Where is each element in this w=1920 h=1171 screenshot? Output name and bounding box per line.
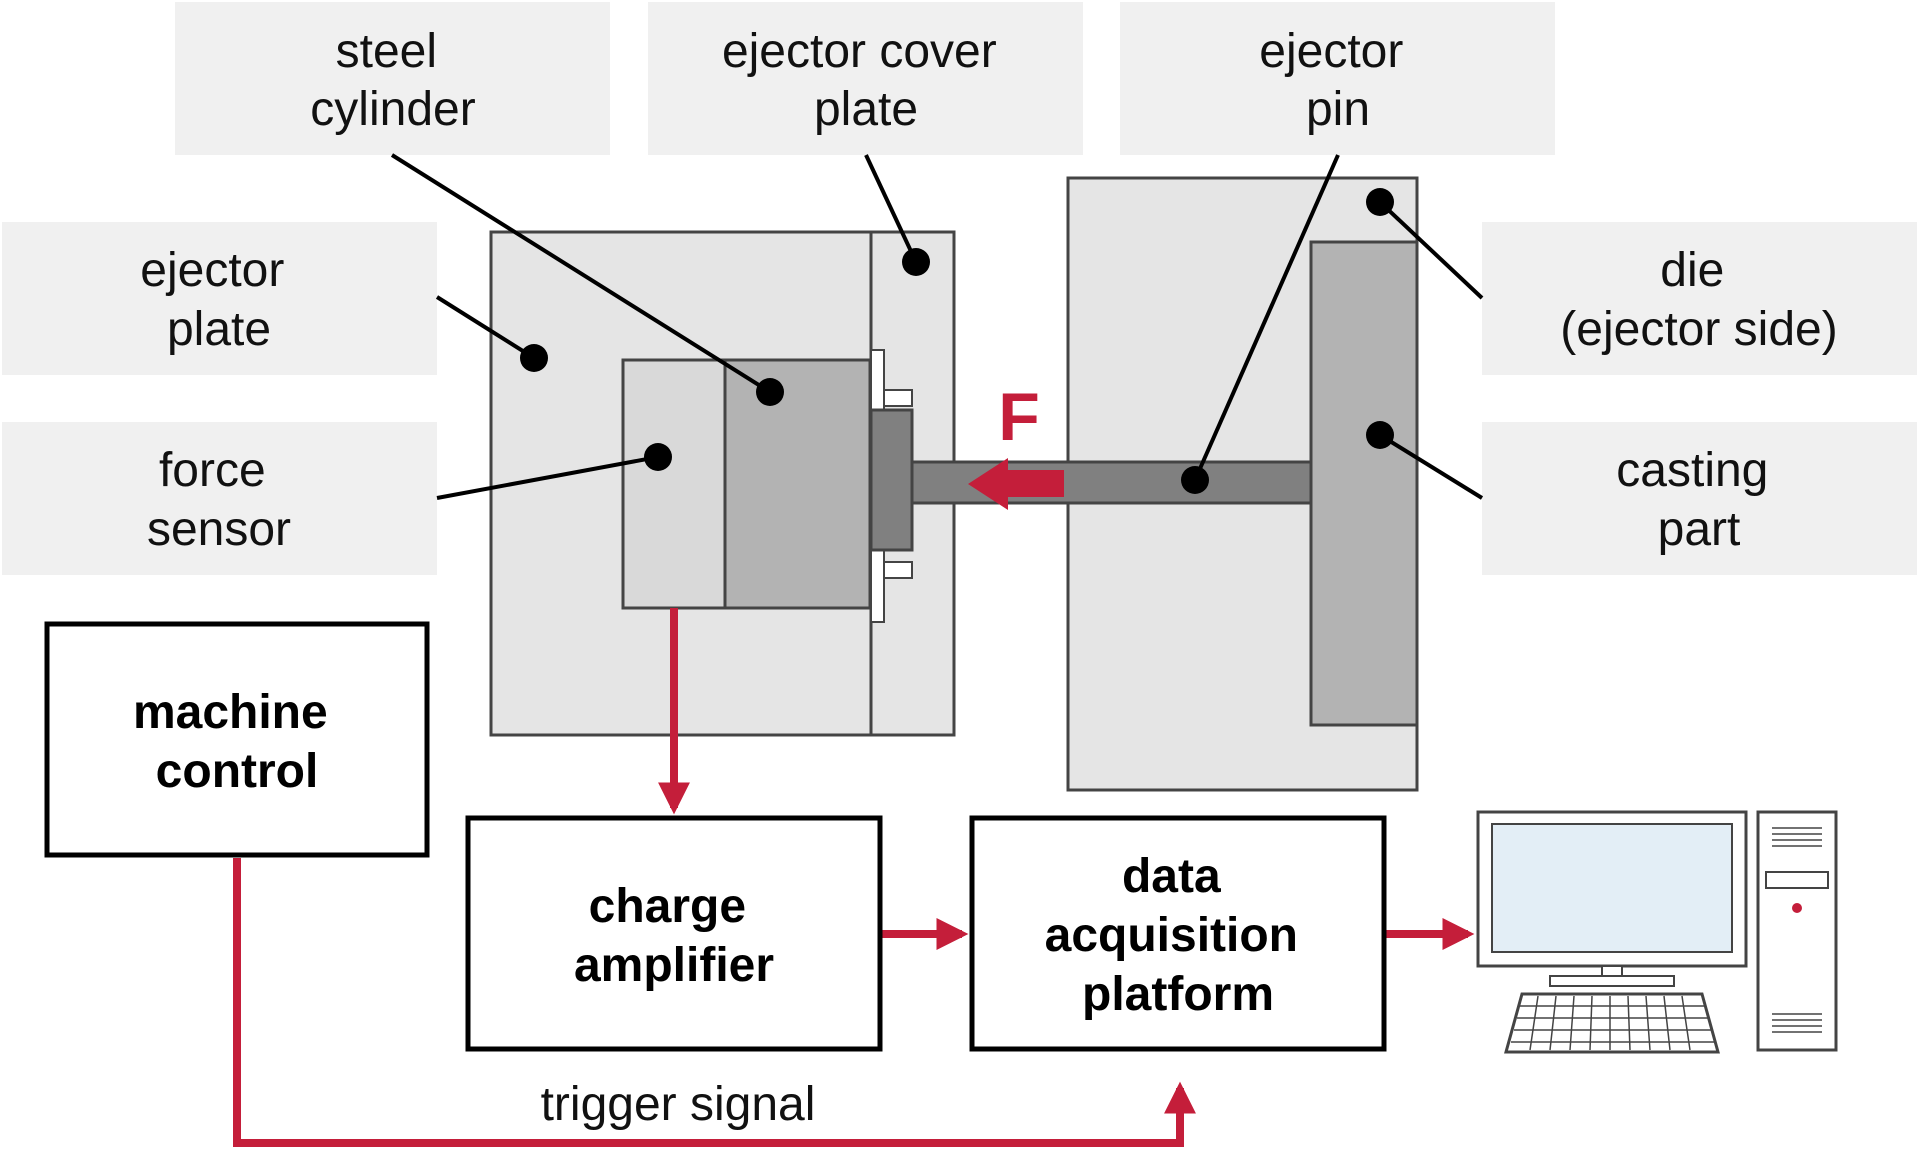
spacer-bottom-small <box>883 561 913 579</box>
monitor-base <box>1549 975 1675 987</box>
force-sensor-dot <box>644 443 672 471</box>
die-dot <box>1366 188 1394 216</box>
tower-drive <box>1765 871 1829 889</box>
data-acquisition-box <box>969 815 1387 1052</box>
tower-vents-top <box>1772 827 1822 847</box>
force-sensor-leader <box>436 455 659 500</box>
trigger-signal-line <box>233 858 1196 1147</box>
force-sensor <box>621 358 727 610</box>
casting-part-label: casting part <box>1616 444 1781 556</box>
ejector-pin-label-bg <box>1120 2 1555 155</box>
casting-part <box>1309 240 1419 727</box>
charge-amplifier-label: charge amplifier <box>574 880 774 992</box>
data-acquisition-label: data acquisition platform <box>1045 850 1312 1021</box>
keyboard-keys <box>1511 995 1714 1051</box>
ejector-pin-label: ejector pin <box>1259 25 1416 136</box>
ejector-cover-plate-dot <box>902 248 930 276</box>
steel-cylinder-label-bg <box>175 2 610 155</box>
die-label: die (ejector side) <box>1560 244 1837 356</box>
steel-cylinder-dot <box>756 378 784 406</box>
spacer-top-small <box>883 389 913 407</box>
tower-power-light <box>1792 903 1802 913</box>
machine-control-box <box>44 621 430 858</box>
trigger-signal-label: trigger signal <box>541 1078 816 1131</box>
force-sensor-label: force sensor <box>147 444 291 556</box>
ejector-cover-plate-label: ejector cover plate <box>722 25 1010 136</box>
monitor-screen <box>1491 823 1733 953</box>
tower-vents-bottom <box>1772 1013 1822 1033</box>
ejector-cover-plate-label-bg <box>648 2 1083 155</box>
force-symbol: F <box>998 379 1040 455</box>
computer-icon <box>1476 810 1838 1054</box>
force-sensor-label-bg <box>2 422 437 575</box>
die-label-bg <box>1482 222 1917 375</box>
steel-cylinder <box>723 358 872 610</box>
die-leader <box>1378 200 1484 300</box>
machine-control-label: machine control <box>133 686 341 798</box>
ejector-plate-leader <box>435 295 536 360</box>
casting-part-leader <box>1378 433 1484 500</box>
casting-part-dot <box>1366 421 1394 449</box>
force-arrow <box>968 458 1064 510</box>
ejector-plate-label-bg <box>2 222 437 375</box>
charge-amplifier-box <box>465 815 883 1052</box>
steel-cylinder-leader <box>390 153 772 394</box>
ejector-plate-dot <box>520 344 548 372</box>
ejector-pin-leader <box>1193 154 1340 481</box>
pin-head <box>869 408 914 552</box>
steel-cylinder-label: steel cylinder <box>310 25 475 136</box>
ejector-cover-plate-leader <box>864 154 918 263</box>
ejector-pin-dot <box>1181 466 1209 494</box>
tower <box>1756 810 1838 1052</box>
casting-part-label-bg <box>1482 422 1917 575</box>
ejector-plate-label: ejector plate <box>140 244 297 356</box>
